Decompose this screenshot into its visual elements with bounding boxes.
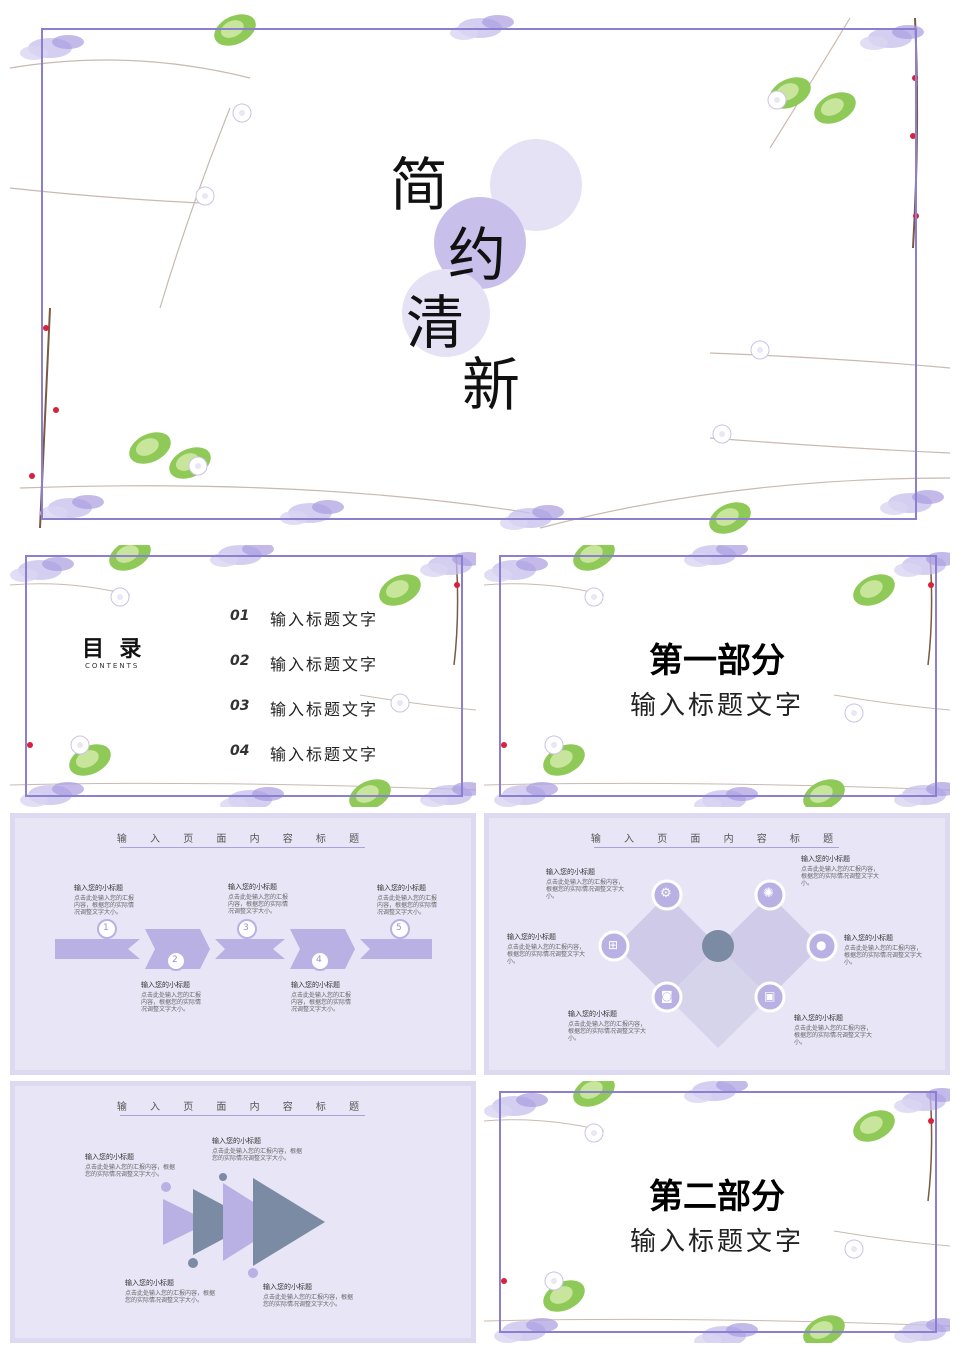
timeline-step-3-body: 点击此处输入您的汇报内容，根据您的实际情况调整文字大小。: [228, 894, 289, 915]
diamond-item-3-body: 点击此处输入您的汇报内容，根据您的实际情况调整文字大小。: [507, 944, 586, 965]
arrows-item-1-head: 输入您的小标题: [85, 1153, 134, 1161]
cover-title-char-4: 新: [462, 351, 521, 419]
arrows-title-rule: [120, 1115, 365, 1116]
diamond-title: 输 入 页 面 内 容 标 题: [590, 834, 844, 845]
toc-item-2-text[interactable]: 输入标题文字: [270, 655, 379, 674]
timeline-step-5-body: 点击此处输入您的汇报内容，根据您的实际情况调整文字大小。: [377, 895, 438, 916]
diamond-item-3-head: 输入您的小标题: [507, 933, 556, 941]
diamond-item-4-body: 点击此处输入您的汇报内容，根据您的实际情况调整文字大小。: [844, 945, 923, 966]
timeline-step-4-number: 4: [316, 955, 322, 965]
arrows-title: 输 入 页 面 内 容 标 题: [116, 1102, 370, 1113]
diamond-item-6-head: 输入您的小标题: [794, 1014, 843, 1022]
timeline-step-2-head: 输入您的小标题: [141, 981, 190, 989]
cover-title-char-1: 简: [390, 151, 449, 219]
arrows-slide: 输 入 页 面 内 容 标 题 输入您的小标题 点击此处输入您的汇报内容，根据您…: [10, 1081, 476, 1343]
toc-item-3-number: 03: [230, 698, 250, 714]
gear-icon: ⚙: [660, 886, 672, 901]
timeline-step-4-body: 点击此处输入您的汇报内容，根据您的实际情况调整文字大小。: [291, 992, 352, 1013]
cover-title-char-2: 约: [448, 221, 507, 289]
diamond-title-rule: [594, 847, 839, 848]
arrows-item-2-head: 输入您的小标题: [212, 1137, 261, 1145]
cover-slide: 简 约 清 新: [10, 8, 950, 538]
timeline-slide: 输 入 页 面 内 容 标 题 1 2 3 4 5 输入您的小标题 点击此处输入…: [10, 813, 476, 1075]
diamond-item-1-body: 点击此处输入您的汇报内容，根据您的实际情况调整文字大小。: [546, 879, 625, 900]
toc-subheading: CONTENTS: [85, 662, 140, 670]
diamond-item-5-body: 点击此处输入您的汇报内容，根据您的实际情况调整文字大小。: [568, 1021, 647, 1042]
timeline-step-3-number: 3: [243, 923, 249, 933]
windows-icon: ⊞: [608, 938, 619, 952]
decorative-circles: [402, 139, 582, 357]
diamond-item-2-body: 点击此处输入您的汇报内容，根据您的实际情况调整文字大小。: [801, 866, 880, 887]
toc-item-4-number: 04: [230, 743, 250, 759]
arrows-item-3-body: 点击此处输入您的汇报内容，根据您的实际情况调整文字大小。: [125, 1290, 216, 1304]
timeline-title: 输 入 页 面 内 容 标 题: [116, 834, 370, 845]
instagram-icon: ◙: [661, 989, 673, 1003]
floral-decoration: [484, 545, 950, 807]
floral-decoration: [10, 545, 476, 807]
toc-item-4-text[interactable]: 输入标题文字: [270, 745, 379, 764]
timeline-arrow-graphic: [55, 919, 432, 971]
part-two-subtitle: 输入标题文字: [629, 1227, 804, 1257]
aperture-icon: ✺: [763, 886, 774, 901]
timeline-step-3-head: 输入您的小标题: [228, 883, 277, 891]
part-one-frame: [499, 555, 937, 797]
part-two-frame: [499, 1091, 937, 1333]
toc-heading: 目 录: [82, 637, 142, 662]
diamond-item-4-head: 输入您的小标题: [844, 934, 893, 942]
timeline-step-5-number: 5: [396, 923, 402, 933]
timeline-step-4-head: 输入您的小标题: [291, 981, 340, 989]
diamond-item-1-head: 输入您的小标题: [546, 868, 595, 876]
timeline-step-1-body: 点击此处输入您的汇报内容，根据您的实际情况调整文字大小。: [74, 895, 135, 916]
timeline-step-2-number: 2: [172, 955, 178, 965]
arrows-item-1-body: 点击此处输入您的汇报内容，根据您的实际情况调整文字大小。: [85, 1164, 176, 1178]
timeline-step-1-head: 输入您的小标题: [74, 884, 123, 892]
toc-slide: 目 录 CONTENTS 01 输入标题文字 02 输入标题文字 03 输入标题…: [10, 545, 476, 807]
arrows-item-4-body: 点击此处输入您的汇报内容，根据您的实际情况调整文字大小。: [263, 1294, 354, 1308]
floral-decoration: [484, 1081, 950, 1343]
lock-icon: ▣: [764, 989, 776, 1003]
timeline-step-2-body: 点击此处输入您的汇报内容，根据您的实际情况调整文字大小。: [141, 992, 202, 1013]
arrows-item-2-body: 点击此处输入您的汇报内容，根据您的实际情况调整文字大小。: [212, 1148, 303, 1162]
diamond-graphic: [598, 879, 838, 1048]
toc-item-1-text[interactable]: 输入标题文字: [270, 610, 379, 629]
part-two-slide: 第二部分 输入标题文字: [484, 1081, 950, 1343]
arrows-item-4-head: 输入您的小标题: [263, 1283, 312, 1291]
cover-frame: [41, 28, 917, 520]
toc-item-1-number: 01: [230, 608, 250, 624]
arrows-item-3-head: 输入您的小标题: [125, 1279, 174, 1287]
diamond-item-5-head: 输入您的小标题: [568, 1010, 617, 1018]
part-one-slide: 第一部分 输入标题文字: [484, 545, 950, 807]
diamond-slide: 输 入 页 面 内 容 标 题 ⚙ ✺ ⊞ ● ◙ ▣ 输入您的小标题 点击此处…: [484, 813, 950, 1075]
diamond-item-2-head: 输入您的小标题: [801, 855, 850, 863]
apple-icon: ●: [816, 938, 827, 952]
part-one-title: 第一部分: [649, 641, 785, 681]
cover-title-char-3: 清: [406, 289, 465, 357]
diamond-item-6-body: 点击此处输入您的汇报内容，根据您的实际情况调整文字大小。: [794, 1025, 873, 1046]
toc-item-2-number: 02: [230, 653, 250, 669]
timeline-step-1-number: 1: [103, 923, 109, 933]
timeline-title-rule: [120, 847, 365, 848]
part-one-subtitle: 输入标题文字: [629, 691, 804, 721]
toc-item-3-text[interactable]: 输入标题文字: [270, 700, 379, 719]
chevron-arrows-graphic: [161, 1173, 325, 1278]
timeline-step-5-head: 输入您的小标题: [377, 884, 426, 892]
toc-frame: [25, 555, 463, 797]
part-two-title: 第二部分: [649, 1177, 785, 1217]
